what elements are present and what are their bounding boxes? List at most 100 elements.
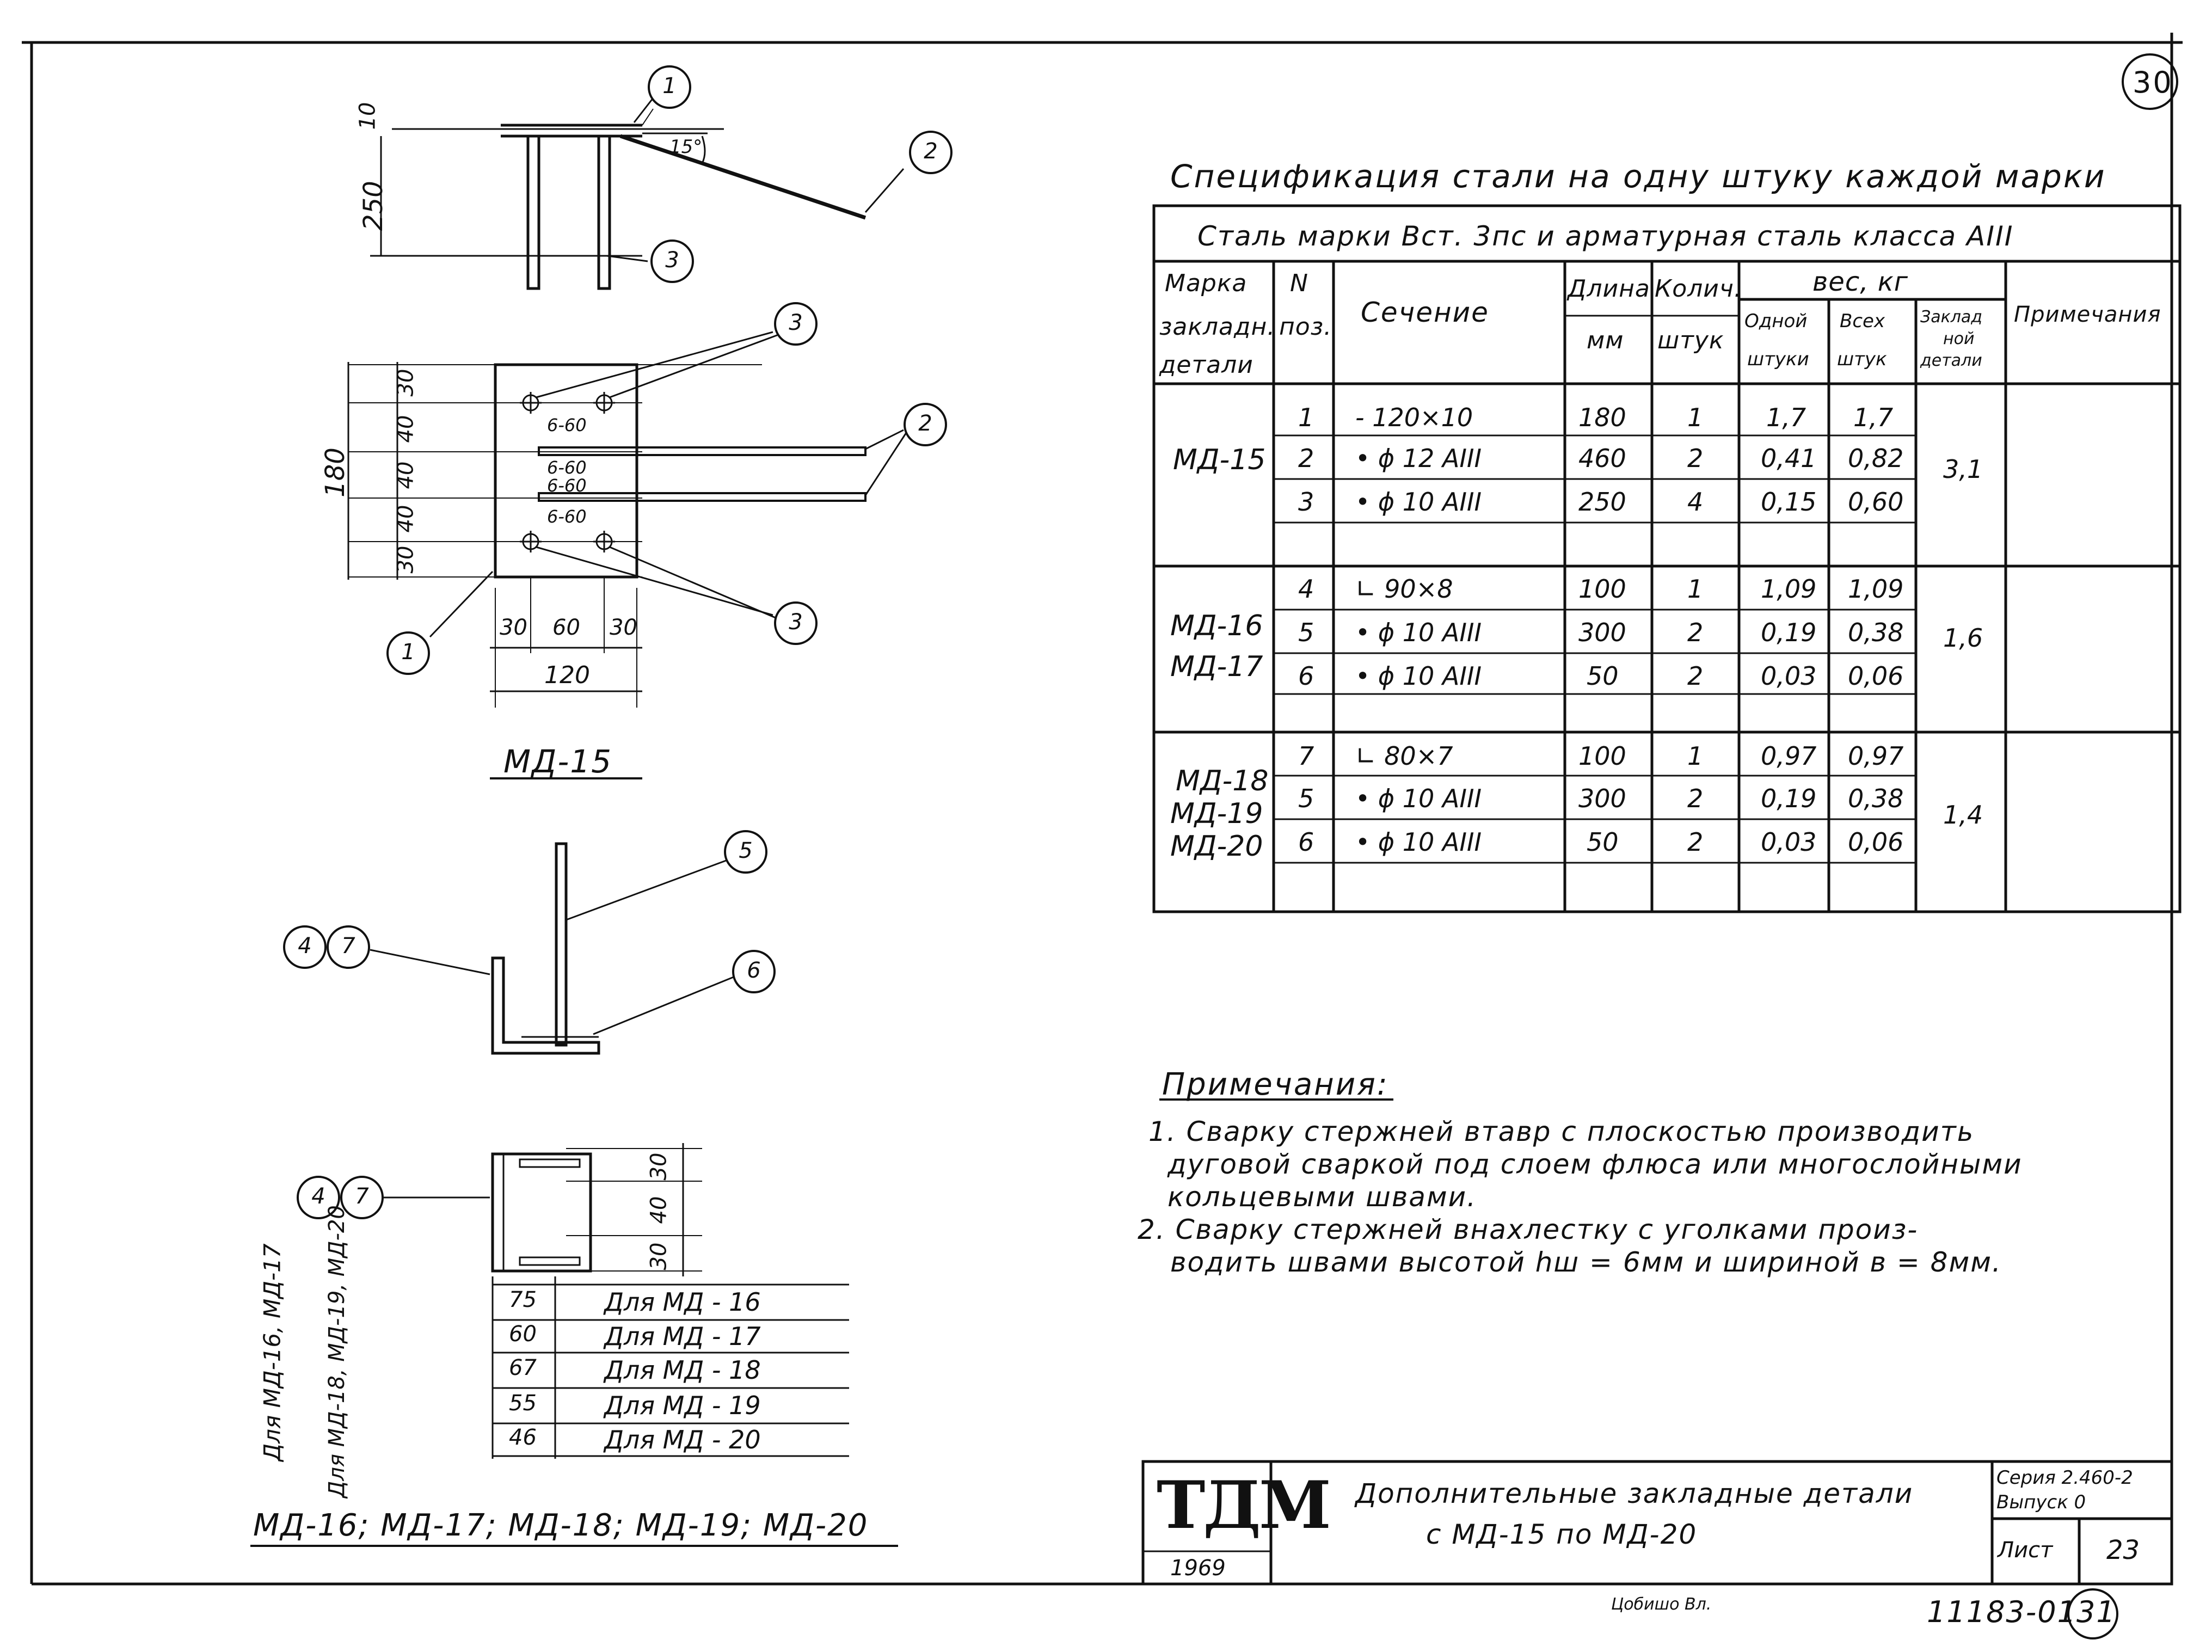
angle-callout-circles (283, 830, 776, 993)
g1-r2-length: 460 (1578, 444, 1626, 473)
th-pos-2: поз. (1279, 313, 1332, 341)
spec-table-grid (1152, 204, 2182, 913)
md15-anchor-bars (520, 392, 615, 552)
g2-r1-qty: 1 (1687, 574, 1704, 604)
g2-r3-length: 50 (1587, 661, 1619, 691)
footer-code: 11183-01 (1927, 1595, 2077, 1629)
table-caption: Сталь марки Вст. 3пс и арматурная сталь … (1197, 220, 2014, 252)
md15-dim-h-1: 30 (500, 615, 527, 640)
stamp-year: 1969 (1170, 1556, 1226, 1581)
th-weight-all-2: штук (1837, 348, 1887, 370)
g1-r1-qty: 1 (1687, 403, 1704, 432)
g1-r1-length: 180 (1578, 403, 1626, 432)
g3-r3-section: • ϕ 10 АIII (1355, 827, 1482, 857)
g3-r1-section: ∟ 80×7 (1355, 741, 1453, 771)
g3-r3-wall: 0,06 (1848, 827, 1904, 857)
md15-dim-v-4: 40 (393, 505, 419, 533)
g2-r2-w1: 0,19 (1761, 618, 1817, 647)
g1-r3-length: 250 (1578, 487, 1626, 517)
md15-weld-3: 6-60 (547, 475, 587, 496)
th-mark-2: закладн. (1159, 313, 1276, 341)
g3-r2-length: 300 (1578, 784, 1626, 813)
g2-r3-section: • ϕ 10 АIII (1355, 661, 1482, 691)
md15-callout-3-front-top: 3 (789, 310, 803, 335)
md15-dim-v-3: 40 (393, 461, 419, 489)
th-weight-all-1: Всех (1840, 310, 1885, 332)
md15-side-view (370, 108, 867, 290)
spec-table-row-lines (1274, 434, 1916, 864)
g1-total: 3,1 (1943, 455, 1983, 484)
g1-r1-w1: 1,7 (1766, 403, 1807, 432)
g1-r2-w1: 0,41 (1761, 444, 1817, 473)
plan-side-label-2: Для МД-18, МД-19, МД-20 (324, 1205, 349, 1498)
th-mark-3: детали (1159, 351, 1254, 379)
th-weight-one-2: штуки (1747, 348, 1809, 370)
md15-callout-2-front: 2 (918, 411, 932, 436)
g1-r3-pos: 3 (1298, 487, 1314, 517)
spec-title: Спецификация стали на одну штуку каждой … (1170, 158, 2106, 195)
md15-dim-h-3: 30 (610, 615, 637, 640)
th-qty-2: штук (1657, 327, 1724, 354)
g1-r2-qty: 2 (1687, 444, 1704, 473)
g1-r2-section: • ϕ 12 АIII (1355, 444, 1482, 473)
th-section: Сечение (1361, 297, 1489, 328)
md15-dim-h-2: 60 (552, 615, 580, 640)
g3-r3-length: 50 (1587, 827, 1619, 857)
th-qty-1: Колич. (1655, 275, 1742, 303)
g2-r1-pos: 4 (1298, 574, 1314, 604)
md15-dim-v-1: 30 (393, 369, 419, 397)
plan-callout-4: 4 (311, 1184, 325, 1209)
g3-r2-pos: 5 (1298, 784, 1314, 813)
sheet-frame (22, 33, 2183, 1586)
g3-mark-1: МД-18 (1176, 765, 1269, 797)
g3-r2-w1: 0,19 (1761, 784, 1817, 813)
md15-dim-v-5: 30 (393, 545, 419, 574)
plan-drawing (381, 1143, 702, 1276)
footer-signature: Цобишо Вл. (1611, 1595, 1712, 1614)
g2-r1-section: ∟ 90×8 (1355, 574, 1453, 604)
g1-mark-1: МД-15 (1173, 444, 1266, 476)
g3-r3-pos: 6 (1298, 827, 1314, 857)
g3-total: 1,4 (1943, 800, 1983, 830)
md15-leaders (429, 97, 907, 638)
plan-callout-circles (297, 1176, 384, 1219)
md15-weld-2: 6-60 (547, 457, 587, 478)
angle-callout-4: 4 (298, 934, 312, 959)
md15-callout-1-front: 1 (401, 640, 415, 665)
footer-page: 31 (2076, 1595, 2116, 1629)
th-weight-part-1: Заклад (1920, 308, 1983, 327)
notes-line-5: водить швами высотой hш = 6мм и шириной … (1170, 1246, 2002, 1278)
md15-callout-1-top: 1 (662, 73, 677, 99)
md15-front-view (347, 362, 867, 708)
th-weight-part-2: ной (1943, 329, 1975, 348)
md15-weld-4: 6-60 (547, 506, 587, 527)
g3-mark-3: МД-20 (1170, 830, 1263, 863)
th-weight-one-1: Одной (1744, 310, 1808, 332)
th-notes: Примечания (2014, 302, 2161, 327)
stamp-sheet-label: Лист (1998, 1538, 2053, 1563)
g1-r2-wall: 0,82 (1848, 444, 1904, 473)
plan-table-label-4: Для МД - 19 (604, 1391, 761, 1420)
g3-r1-pos: 7 (1298, 741, 1314, 771)
notes-line-1: 1. Сварку стержней втавр с плоскостью пр… (1148, 1116, 1975, 1147)
title-block-lines (1141, 1460, 2173, 1586)
plan-table-label-5: Для МД - 20 (604, 1425, 761, 1454)
stamp-issue: Выпуск 0 (1996, 1491, 2086, 1513)
plan-table-dim-1: 75 (509, 1287, 537, 1312)
g3-r3-qty: 2 (1687, 827, 1704, 857)
g2-r3-w1: 0,03 (1761, 661, 1817, 691)
notes-line-4: 2. Сварку стержней внахлестку с уголками… (1138, 1214, 1919, 1245)
md15-weld-1: 6-60 (547, 415, 587, 435)
plan-table-label-1: Для МД - 16 (604, 1287, 761, 1317)
angle-drawing (370, 842, 741, 1055)
md15-dim-height: 250 (358, 181, 389, 231)
angle-callout-5: 5 (739, 838, 753, 863)
g3-r1-w1: 0,97 (1761, 741, 1817, 771)
md15-dim-width: 120 (544, 661, 590, 689)
g2-r3-qty: 2 (1687, 661, 1704, 691)
g2-mark-2: МД-17 (1170, 650, 1263, 683)
g3-r1-qty: 1 (1687, 741, 1704, 771)
g3-r1-wall: 0,97 (1848, 741, 1904, 771)
th-weight: вес, кг (1812, 267, 1908, 297)
